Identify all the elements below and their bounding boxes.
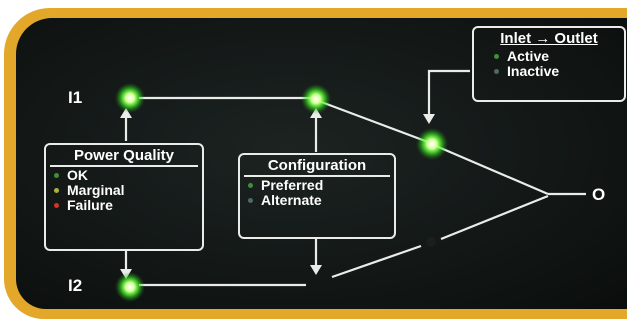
input-i1-label: I1 [68,88,83,107]
pq-item-marginal-label: Marginal [67,182,125,198]
pq-item-marginal: Marginal [46,183,202,198]
power-quality-title: Power Quality [50,147,198,167]
trace-config-to-merge [315,98,429,144]
output-label: O [592,185,606,204]
trace-merge-to-junction [435,144,549,196]
cfg-item-alternate-label: Alternate [261,192,322,208]
pq-item-ok: OK [46,168,202,183]
cfg-item-preferred: Preferred [240,178,394,193]
status-ok-icon [54,172,59,178]
led-config [301,84,331,114]
input-i2-label: I2 [68,276,83,295]
active-icon [494,53,499,59]
io-item-inactive-label: Inactive [507,63,560,79]
power-quality-legend: Power Quality OK Marginal Failure [44,143,204,251]
arrow-cfg-down [310,265,322,275]
trace-lower-b [440,194,549,241]
io-item-active: Active [474,49,624,64]
status-marginal-icon [54,187,59,193]
inlet-outlet-legend: Inlet → Outlet Active Inactive [472,26,626,102]
arrow-inlet-down [423,114,435,124]
pq-item-failure-label: Failure [67,197,113,213]
trace-lower-a [331,244,422,279]
io-item-inactive: Inactive [474,64,624,79]
configuration-title: Configuration [244,157,390,177]
cfg-item-preferred-label: Preferred [261,177,324,193]
pq-item-failure: Failure [46,198,202,213]
led-i1 [115,83,145,113]
configuration-legend: Configuration Preferred Alternate [238,153,396,239]
led-panel: I1 I2 O Power Quality OK Marginal Failur… [16,18,627,309]
led-merge [416,128,448,160]
led-lower-off [426,237,436,247]
status-failure-icon [54,202,59,208]
inactive-icon [494,68,499,74]
led-i2 [115,272,145,302]
io-item-active-label: Active [507,48,550,64]
trace-inlet-connector [427,69,470,116]
preferred-icon [248,182,253,188]
inlet-outlet-title: Inlet → Outlet [500,30,598,47]
circuit-diagram [115,69,586,302]
alternate-icon [248,197,253,203]
arrow-pq-up [120,108,132,118]
pq-item-ok-label: OK [67,167,88,183]
cfg-item-alternate: Alternate [240,193,394,208]
